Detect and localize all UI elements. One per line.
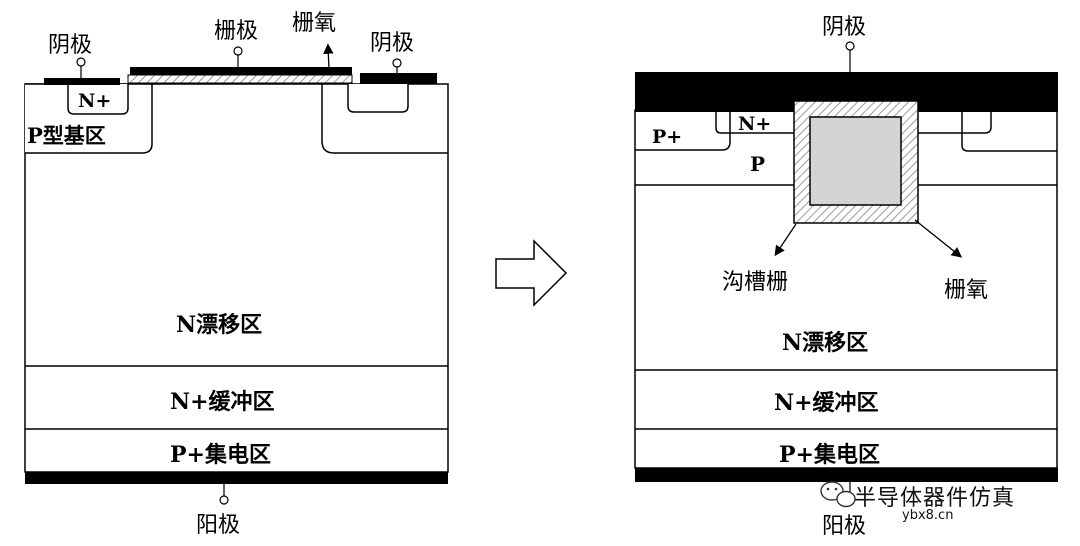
trench-p-plus-region [635,112,731,151]
planar-emitter-left-label: 阴极 [48,33,92,58]
trench-oxide-pointer [914,219,963,258]
wechat-icon [820,481,856,508]
planar-n-buffer-label: N+缓冲区 [170,389,275,415]
planar-igbt-diagram: 阴极 栅极 栅氧 阴极 N+ P型基区 N漂移区 N+缓冲区 P+集电区 阳极 [24,11,449,538]
planar-anode-metal [25,472,448,484]
planar-n-plus-left [67,84,129,115]
trench-gate-oxide-label: 栅氧 [944,278,988,303]
trench-p-plus-label: P+ [652,126,682,148]
planar-p-base-label: P型基区 [27,123,106,148]
planar-p-base-right [321,84,448,154]
planar-n-drift-label: N漂移区 [176,312,262,338]
trench-igbt-diagram: 阴极 P+ N+ P 沟槽栅 栅氧 N漂移区 N+缓冲区 P+集电区 阳极 [634,15,1058,539]
trench-p-label: P [750,152,765,176]
planar-emitter-right-label: 阴极 [370,31,414,56]
trench-anode-label: 阳极 [822,514,866,539]
trench-n-plus-right [918,112,992,134]
planar-gate-oxide-label: 栅氧 [292,11,336,36]
planar-emitter-right-terminal [392,58,402,68]
trench-anode-metal [635,468,1058,482]
planar-gate-terminal [233,46,243,56]
watermark-url: ybx8.cn [902,508,954,523]
trench-gate-pointer [774,223,797,257]
trench-n-plus-label: N+ [738,113,771,135]
transition-arrow [495,239,568,307]
trench-gate-poly [809,116,902,206]
trench-p-plus-right [961,112,1057,152]
planar-gate-oxide [127,74,353,84]
planar-p-collector-label: P+集电区 [170,442,271,468]
planar-emitter-metal-left [44,78,120,85]
trench-n-buffer-label: N+缓冲区 [774,390,879,416]
planar-n-plus-right [347,84,409,113]
trench-cathode-terminal [845,41,855,51]
planar-emitter-left-terminal [76,57,86,67]
planar-n-plus-label: N+ [78,90,111,112]
planar-gate-label: 栅极 [214,19,258,44]
trench-p-collector-label: P+集电区 [779,442,880,468]
planar-anode-terminal [219,495,229,505]
planar-gate-electrode [130,67,352,75]
planar-anode-label: 阳极 [196,513,240,538]
planar-emitter-metal-right [360,73,437,84]
planar-gate-oxide-pointer [323,43,334,71]
trench-n-plus-left [715,112,794,134]
trench-gate-label: 沟槽栅 [722,270,788,295]
trench-cathode-label: 阴极 [822,15,866,40]
trench-n-drift-label: N漂移区 [782,330,868,356]
watermark-name: 半导体器件仿真 [854,486,1016,511]
